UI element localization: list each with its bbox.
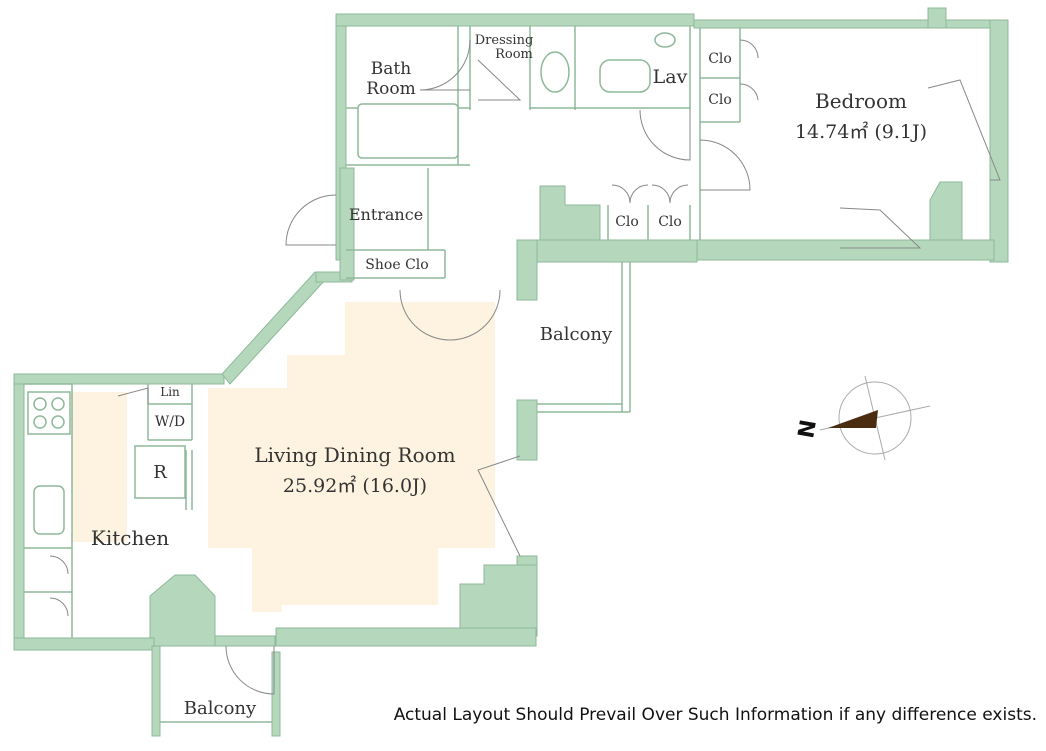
- fixtures: [27, 32, 676, 535]
- living-dining-area-label: 25.92㎡ (16.0J): [283, 474, 427, 497]
- dressing-room-label-1: Dressing: [475, 33, 534, 48]
- balcony-bottom-label: Balcony: [184, 698, 257, 719]
- toilet-bowl: [599, 59, 651, 93]
- refrigerator-label: R: [153, 462, 167, 483]
- bedroom-label: Bedroom: [815, 89, 907, 113]
- compass-needle: [828, 410, 878, 428]
- entrance-label: Entrance: [349, 205, 423, 224]
- disclaimer-text: Actual Layout Should Prevail Over Such I…: [394, 705, 1037, 725]
- toilet-tank: [654, 32, 676, 48]
- refrigerator-box: [134, 445, 186, 499]
- clo-label-3: Clo: [615, 214, 639, 230]
- clo-label-4: Clo: [658, 214, 682, 230]
- compass-icon: N: [794, 375, 931, 461]
- shoe-clo-label: Shoe Clo: [365, 257, 428, 273]
- wd-label: W/D: [155, 414, 185, 430]
- lav-label: Lav: [653, 66, 688, 88]
- washbasin: [540, 51, 570, 93]
- living-floor: [208, 302, 495, 612]
- living-dining-label: Living Dining Room: [254, 443, 455, 467]
- kitchen-sink: [33, 485, 65, 535]
- kitchen-floor: [72, 392, 127, 542]
- interior-walls: [24, 26, 741, 723]
- outer-walls: [13, 7, 1009, 737]
- doors: [49, 39, 1001, 695]
- bathtub: [357, 103, 459, 159]
- bedroom-area-label: 14.74㎡ (9.1J): [795, 120, 927, 143]
- bath-room-label-1: Bath: [371, 59, 411, 79]
- clo-label-1: Clo: [708, 51, 732, 67]
- compass-north-label: N: [794, 418, 822, 440]
- bath-room-label-2: Room: [366, 79, 415, 99]
- dressing-room-label-2: Room: [495, 47, 533, 62]
- balcony-right-label: Balcony: [540, 324, 613, 345]
- lin-label: Lin: [160, 385, 180, 399]
- stove: [27, 391, 71, 435]
- kitchen-label: Kitchen: [91, 526, 169, 550]
- clo-label-2: Clo: [708, 92, 732, 108]
